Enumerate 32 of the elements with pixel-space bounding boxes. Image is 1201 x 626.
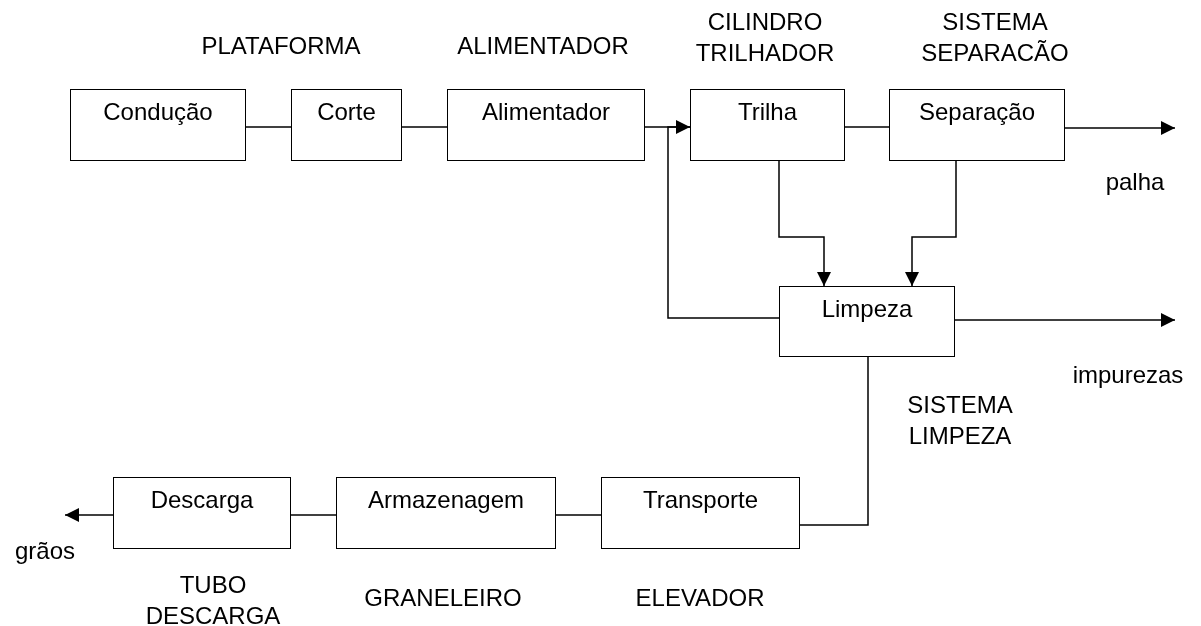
- stage-label: ALIMENTADOR: [456, 31, 630, 61]
- arrow: [954, 313, 1176, 327]
- stage-label: SISTEMA LIMPEZA: [906, 390, 1014, 451]
- process-box: Condução: [70, 89, 246, 161]
- process-box: Limpeza: [779, 286, 955, 357]
- stage-label: impurezas: [1071, 360, 1185, 390]
- connector-line: [555, 514, 602, 516]
- connector-line: [844, 126, 890, 128]
- connector-line: [245, 126, 292, 128]
- arrow: [1064, 121, 1176, 135]
- process-box: Armazenagem: [336, 477, 556, 549]
- connector-line: [799, 356, 869, 526]
- connector-line: [401, 126, 448, 128]
- process-box: Alimentador: [447, 89, 645, 161]
- process-box: Transporte: [601, 477, 800, 549]
- arrow: [905, 160, 957, 287]
- stage-label: palha: [1104, 167, 1166, 197]
- stage-label: ELEVADOR: [634, 583, 766, 613]
- stage-label: TUBO DESCARGA: [144, 570, 282, 626]
- stage-label: PLATAFORMA: [200, 31, 362, 61]
- process-box: Separação: [889, 89, 1065, 161]
- process-box: Descarga: [113, 477, 291, 549]
- process-box: Trilha: [690, 89, 845, 161]
- stage-label: CILINDRO TRILHADOR: [694, 7, 836, 68]
- arrow: [667, 120, 780, 319]
- stage-label: GRANELEIRO: [363, 583, 523, 613]
- arrow: [64, 508, 114, 522]
- stage-label: grãos: [13, 536, 76, 566]
- connector-line: [290, 514, 337, 516]
- arrow: [778, 160, 831, 287]
- process-box: Corte: [291, 89, 402, 161]
- stage-label: SISTEMA SEPARACÃO: [920, 7, 1070, 68]
